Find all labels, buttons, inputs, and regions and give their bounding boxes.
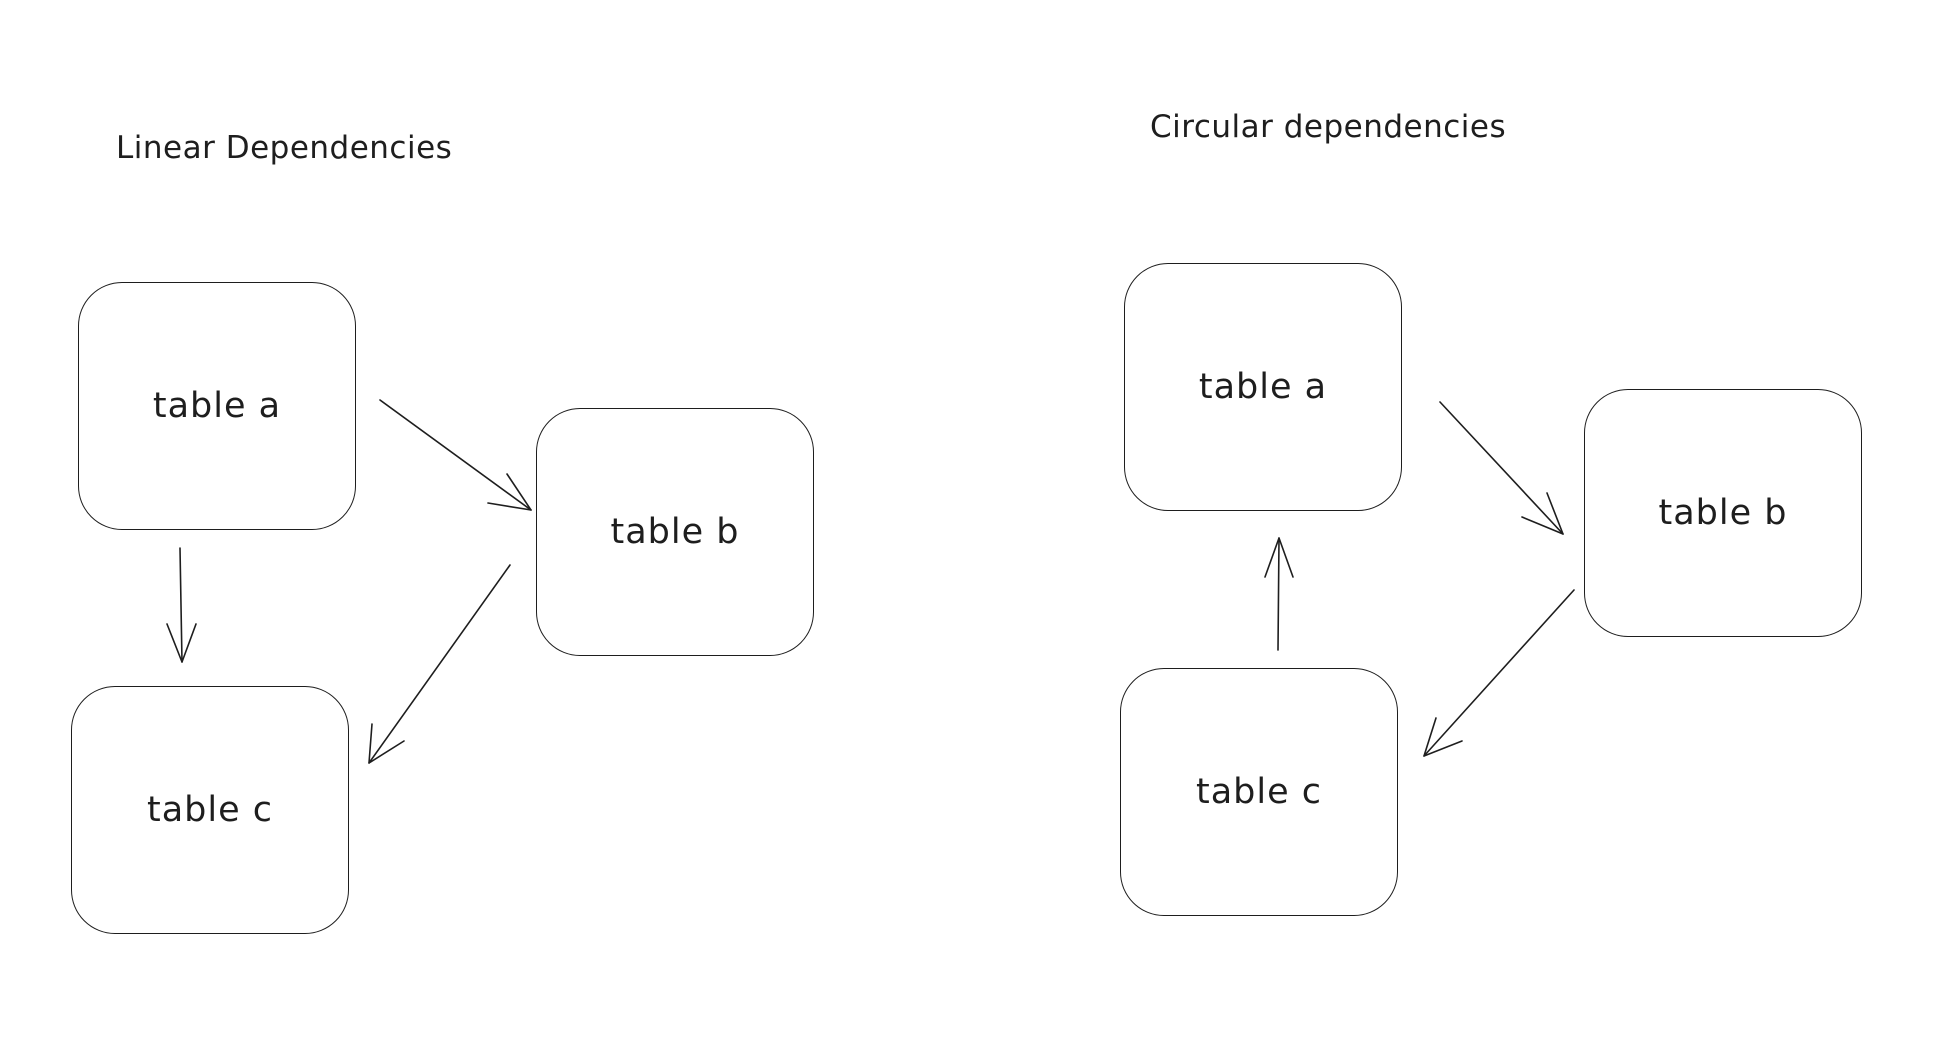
linear-node-table-b[interactable]: table b (536, 408, 814, 656)
circular-node-table-c[interactable]: table c (1120, 668, 1398, 916)
circular-arrow-c-to-a-head (1264, 537, 1294, 578)
circular-arrow-a-to-b (1439, 401, 1564, 535)
linear-arrow-a-to-c-head (166, 623, 197, 663)
circular-arrow-b-to-c-head (1423, 717, 1463, 757)
circular-node-table-b[interactable]: table b (1584, 389, 1862, 637)
circular-diagram-title: Circular dependencies (1150, 109, 1507, 145)
linear-node-table-a[interactable]: table a (78, 282, 356, 530)
linear-diagram-title: Linear Dependencies (116, 130, 453, 166)
circular-node-table-c-label: table c (1195, 772, 1322, 812)
linear-arrow-b-to-c-head (368, 723, 405, 764)
circular-node-table-b-label: table b (1658, 493, 1788, 533)
linear-node-table-a-label: table a (152, 386, 282, 426)
circular-arrow-b-to-c (1423, 589, 1575, 757)
linear-arrow-b-to-c (368, 564, 511, 764)
linear-arrow-a-to-b (379, 399, 532, 511)
linear-arrow-a-to-c (179, 547, 183, 663)
circular-node-table-a[interactable]: table a (1124, 263, 1402, 511)
circular-arrow-a-to-b-head (1521, 492, 1564, 535)
circular-node-table-a-label: table a (1198, 367, 1328, 407)
linear-node-table-b-label: table b (610, 512, 740, 552)
linear-node-table-c-label: table c (146, 790, 273, 830)
linear-node-table-c[interactable]: table c (71, 686, 349, 934)
linear-arrow-a-to-b-head (487, 473, 532, 511)
circular-arrow-c-to-a (1277, 537, 1280, 651)
